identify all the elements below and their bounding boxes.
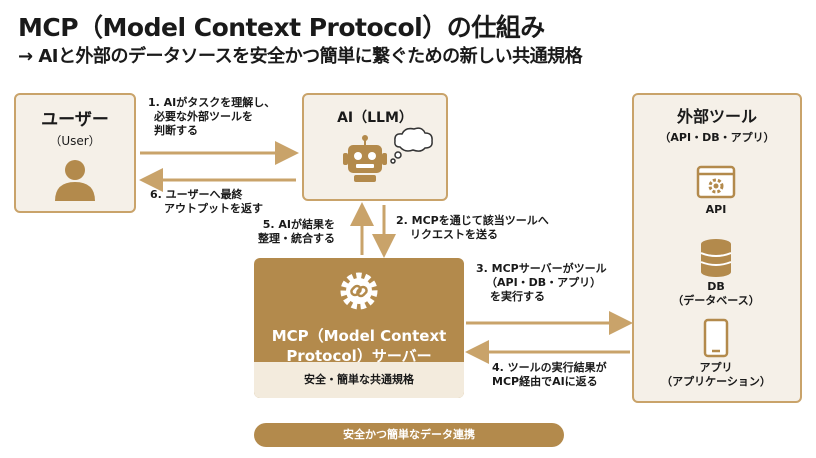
mcp-server-line2: Protocol）サーバー: [286, 347, 432, 365]
page-subtitle: → AIと外部のデータソースを安全かつ簡単に繋ぐための新しい共通規格: [18, 46, 583, 67]
page-title: MCP（Model Context Protocol）の仕組み: [18, 13, 545, 42]
robot-icon: [343, 135, 387, 182]
tool-sublabel-app: （アプリケーション）: [661, 375, 771, 388]
tool-label-api: API: [705, 203, 727, 216]
smartphone-icon: [703, 318, 729, 358]
thought-bubble-icon: [390, 127, 433, 164]
external-title: 外部ツール: [676, 107, 757, 126]
mcp-server-label: MCP（Model Context Protocol）サーバー: [254, 326, 464, 366]
step-4: 4. ツールの実行結果が MCP経由でAIに返る: [492, 361, 607, 388]
tool-sublabel-db: （データベース）: [672, 294, 760, 307]
api-icon: [696, 165, 736, 199]
step-6: 6. ユーザーへ最終 アウトプットを返す: [150, 188, 263, 215]
link-gear-icon: [340, 272, 378, 310]
ai-box: AI（LLM）: [302, 93, 448, 201]
user-icon: [55, 160, 95, 201]
ai-title: AI（LLM）: [337, 110, 413, 126]
step-5: 5. AIが結果を 整理・統合する: [258, 218, 335, 245]
tool-label-db: DB: [707, 280, 725, 293]
mcp-server-line1: MCP（Model Context: [271, 327, 447, 345]
step-2: 2. MCPを通じて該当ツールへ リクエストを送る: [396, 214, 549, 241]
user-title: ユーザー: [41, 110, 109, 130]
mcp-server-footer: 安全・簡単な共通規格: [254, 362, 464, 398]
external-subtitle: （API・DB・アプリ）: [659, 131, 775, 144]
step-1: 1. AIがタスクを理解し、 必要な外部ツールを 判断する: [148, 96, 276, 137]
tool-label-app: アプリ: [699, 361, 733, 374]
user-box: ユーザー （User）: [14, 93, 136, 213]
user-subtitle: （User）: [49, 134, 101, 148]
bottom-banner: 安全かつ簡単なデータ連携: [254, 423, 564, 447]
mcp-server-box: MCP（Model Context Protocol）サーバー 安全・簡単な共通…: [254, 258, 464, 398]
step-3: 3. MCPサーバーがツール （API・DB・アプリ） を実行する: [476, 262, 607, 303]
database-icon: [700, 239, 732, 277]
